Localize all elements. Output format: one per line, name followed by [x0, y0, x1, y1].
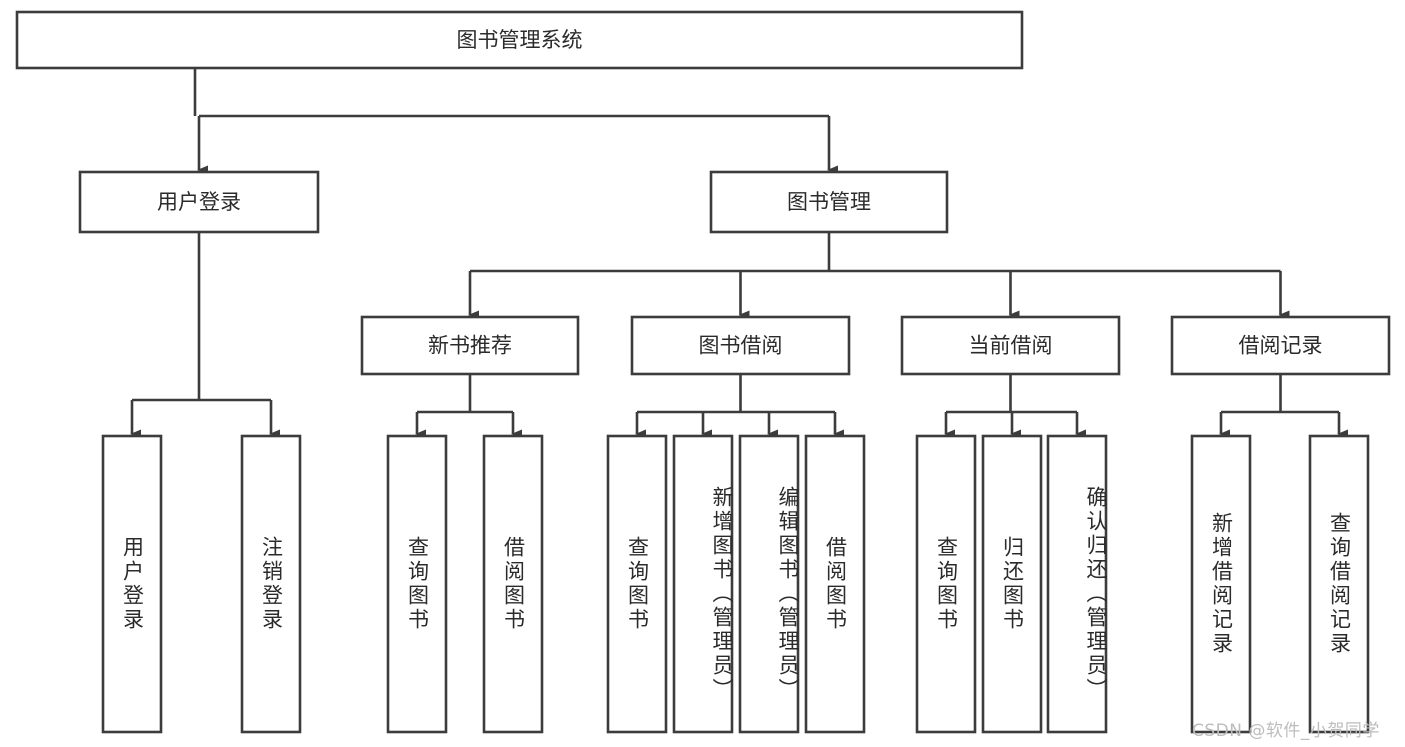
node-level3-label-4: 借阅记录	[1239, 334, 1323, 358]
leaf-node-13[interactable]	[1308, 434, 1370, 734]
node-level2-label-1: 用户登录	[157, 190, 241, 214]
leaf-node-11[interactable]	[1046, 434, 1108, 734]
leaf-node-9[interactable]	[915, 434, 977, 734]
node-level3-1[interactable]	[360, 315, 580, 376]
leaf-node-3[interactable]	[386, 434, 448, 734]
leaf-node-7[interactable]	[738, 434, 800, 734]
watermark: CSDN @软件_小贺同学	[1192, 721, 1380, 741]
node-level3-2[interactable]	[630, 315, 851, 376]
node-level3-label-1: 新书推荐	[428, 334, 512, 358]
node-root[interactable]	[15, 10, 1024, 70]
node-level3-4[interactable]	[1170, 315, 1391, 376]
leaf-node-12[interactable]	[1190, 434, 1252, 734]
leaf-node-10[interactable]	[981, 434, 1043, 734]
node-level2-1[interactable]	[78, 170, 320, 234]
leaf-node-5[interactable]	[606, 434, 668, 734]
node-layer	[15, 10, 1391, 734]
node-level3-label-2: 图书借阅	[699, 334, 783, 358]
leaf-node-4[interactable]	[482, 434, 544, 734]
leaf-node-6[interactable]	[672, 434, 734, 734]
node-level3-3[interactable]	[900, 315, 1121, 376]
node-root-label: 图书管理系统	[457, 28, 583, 52]
leaf-node-2[interactable]	[240, 434, 302, 734]
leaf-node-1[interactable]	[101, 434, 163, 734]
connector-layer	[130, 68, 1349, 439]
node-level3-label-3: 当前借阅	[969, 334, 1053, 358]
node-level2-2[interactable]	[709, 170, 949, 234]
leaf-node-8[interactable]	[804, 434, 866, 734]
node-level2-label-2: 图书管理	[787, 190, 871, 214]
